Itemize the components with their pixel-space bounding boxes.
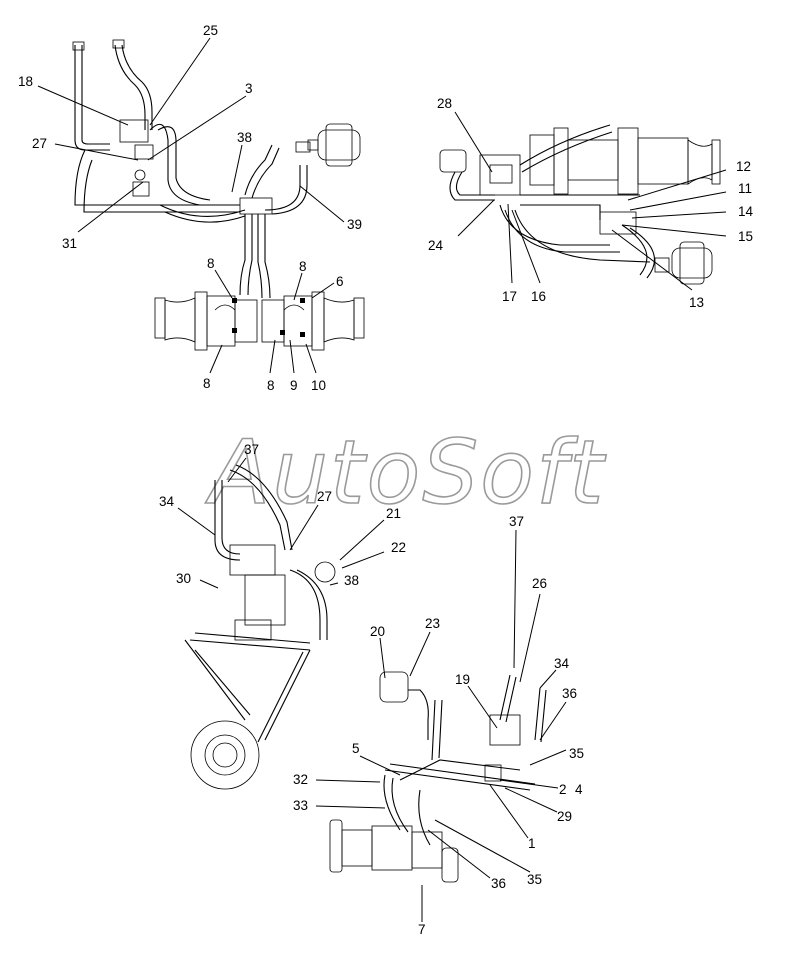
top-left-leaders	[37, 37, 345, 374]
callout-label: 34	[159, 494, 175, 509]
callout-label: 38	[344, 573, 359, 588]
callout-label: 36	[562, 686, 577, 701]
callout-label: 2	[559, 782, 567, 797]
callout-label: 6	[336, 274, 344, 289]
callout-label: 12	[736, 159, 751, 174]
callout-label: 25	[203, 23, 218, 38]
middle-left-assembly	[184, 464, 336, 790]
callout-label: 13	[689, 295, 704, 310]
top-right-leaders	[454, 111, 727, 291]
callout-label: 10	[311, 378, 326, 393]
middle-left-leaders	[177, 457, 385, 589]
callout-label: 4	[575, 782, 583, 797]
callout-label: 35	[569, 746, 584, 761]
callout-label: 32	[293, 772, 308, 787]
top-right-assembly	[439, 124, 721, 285]
callout-label: 16	[531, 289, 546, 304]
callout-label: 5	[352, 741, 360, 756]
callout-label: 38	[237, 130, 252, 145]
callout-label: 1	[528, 836, 536, 851]
callout-label: 34	[554, 656, 570, 671]
callout-label: 26	[532, 576, 547, 591]
callout-label: 30	[176, 571, 191, 586]
callout-label: 8	[207, 256, 215, 271]
callout-label: 8	[203, 376, 211, 391]
callout-label: 29	[557, 809, 572, 824]
callout-numbers: 25 18 3 27 38 39 31 8 8 6 8 8 9 10 28 12…	[18, 23, 754, 937]
callout-label: 20	[370, 624, 385, 639]
callout-label: 19	[455, 672, 470, 687]
callout-label: 7	[418, 922, 426, 937]
top-left-assembly	[72, 39, 365, 351]
callout-label: 37	[509, 514, 524, 529]
callout-label: 27	[32, 136, 47, 151]
bottom-right-assembly	[329, 671, 547, 883]
callout-label: 33	[293, 798, 308, 813]
callout-label: 14	[738, 204, 754, 219]
callout-label: 23	[425, 616, 440, 631]
callout-label: 22	[391, 540, 406, 555]
callout-label: 37	[244, 442, 259, 457]
callout-label: 31	[62, 236, 77, 251]
watermark-text: AutoSoft	[205, 421, 607, 524]
callout-label: 3	[245, 81, 253, 96]
callout-label: 21	[386, 506, 401, 521]
callout-label: 9	[290, 378, 298, 393]
callout-label: 8	[267, 378, 275, 393]
callout-label: 24	[428, 238, 444, 253]
callout-label: 11	[738, 181, 752, 196]
callout-label: 28	[437, 96, 452, 111]
callout-label: 39	[347, 217, 362, 232]
callout-label: 35	[527, 872, 542, 887]
callout-label: 36	[491, 876, 506, 891]
callout-label: 15	[738, 229, 753, 244]
callout-label: 18	[18, 74, 33, 89]
callout-label: 27	[317, 489, 332, 504]
bottom-right-leaders	[315, 529, 567, 922]
callout-label: 8	[299, 259, 307, 274]
callout-label: 17	[502, 289, 517, 304]
